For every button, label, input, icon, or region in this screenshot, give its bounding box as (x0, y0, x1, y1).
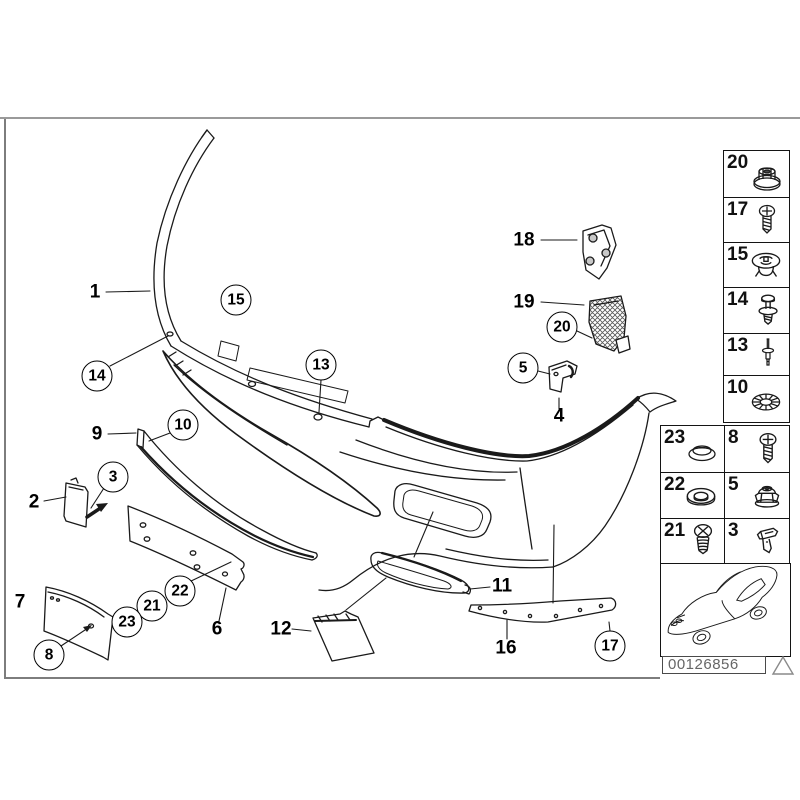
cover-cap-icon (688, 445, 716, 462)
cell-23-number: 23 (664, 427, 686, 448)
callout-15[interactable]: 15 (220, 284, 252, 316)
sidebar-cell-8[interactable]: 8 (724, 425, 790, 473)
callout-9[interactable]: 9 (91, 423, 103, 445)
small-bracket-drawing (548, 360, 578, 393)
callout-5-label: 5 (518, 359, 528, 377)
bottom-frame-line (4, 677, 660, 679)
mesh-bracket-drawing (588, 295, 631, 354)
sidebar-cell-21[interactable]: 21 (660, 518, 725, 564)
sidebar-cell-5[interactable]: 5 (724, 472, 790, 519)
cell-8-number: 8 (728, 427, 739, 448)
blind-rivet-icon (761, 338, 775, 366)
callout-13[interactable]: 13 (305, 349, 337, 381)
callout-13-label: 13 (312, 356, 330, 374)
vehicle-thumbnail-box (660, 563, 791, 657)
left-frame-line (4, 119, 6, 678)
sidebar-cell-20[interactable]: 20 (723, 150, 790, 198)
sidebar-cell-14[interactable]: 14 (723, 287, 790, 334)
callout-19[interactable]: 19 (513, 291, 535, 313)
cell-3-number: 3 (728, 520, 739, 541)
callout-18[interactable]: 18 (513, 229, 535, 251)
callout-14[interactable]: 14 (81, 360, 113, 392)
callout-23[interactable]: 23 (111, 606, 143, 638)
support-bracket-drawing (468, 597, 617, 623)
warning-triangle-icon (771, 655, 795, 675)
callout-4[interactable]: 4 (553, 405, 565, 427)
plate-bracket-drawing (43, 586, 114, 661)
callout-17[interactable]: 17 (594, 630, 626, 662)
trim-strip-drawing (136, 428, 318, 561)
serrated-washer-icon (751, 393, 781, 411)
cell-5-number: 5 (728, 474, 739, 495)
sidebar-cell-15[interactable]: 15 (723, 242, 790, 288)
cover-plate-drawing (312, 610, 375, 662)
cell-22-number: 22 (664, 474, 686, 495)
cell-21-number: 21 (664, 520, 686, 541)
cell-17-number: 17 (727, 199, 749, 220)
corner-bracket-drawing (582, 224, 617, 280)
callout-20[interactable]: 20 (546, 311, 578, 343)
part-number-text: 00126856 (668, 656, 739, 673)
fog-trim-drawing (370, 551, 472, 595)
pan-head-screw-icon (759, 432, 777, 464)
callout-20-label: 20 (553, 318, 571, 336)
sidebar-cell-10[interactable]: 10 (723, 375, 790, 423)
cell-20-number: 20 (727, 152, 749, 173)
cap-nut-icon (754, 485, 780, 508)
pan-head-screw-icon (758, 204, 776, 234)
sidebar-cell-17[interactable]: 17 (723, 197, 790, 243)
callout-21[interactable]: 21 (136, 590, 168, 622)
leader-lines (43, 239, 611, 647)
callout-23-label: 23 (118, 613, 136, 631)
callout-10[interactable]: 10 (167, 409, 199, 441)
callout-14-label: 14 (88, 367, 106, 385)
sidebar-cell-3[interactable]: 3 (724, 518, 790, 564)
callout-22-label: 22 (171, 582, 189, 600)
grommet-nut-icon (753, 167, 781, 191)
retaining-clip-icon (756, 527, 779, 554)
callout-21-label: 21 (143, 597, 161, 615)
expanding-clip-icon (751, 252, 781, 277)
callout-15-label: 15 (227, 291, 245, 309)
sidebar-cell-13[interactable]: 13 (723, 333, 790, 376)
bumper-cover-drawing (153, 129, 677, 592)
top-rule (0, 117, 800, 119)
callout-2[interactable]: 2 (28, 491, 40, 513)
callout-10-label: 10 (174, 416, 192, 434)
cell-15-number: 15 (727, 244, 749, 265)
callout-17-label: 17 (601, 637, 619, 655)
callout-11[interactable]: 11 (491, 575, 513, 597)
part-number-box: 00126856 (662, 656, 766, 674)
cell-10-number: 10 (727, 377, 749, 398)
plate-filler-panel-drawing (127, 505, 245, 591)
callout-12[interactable]: 12 (270, 618, 292, 640)
callout-16[interactable]: 16 (495, 637, 517, 659)
cell-13-number: 13 (727, 335, 749, 356)
callout-22[interactable]: 22 (164, 575, 196, 607)
car-icon (667, 565, 778, 645)
expanding-rivet-icon (758, 294, 778, 325)
callout-6[interactable]: 6 (211, 618, 223, 640)
callout-1[interactable]: 1 (89, 281, 101, 303)
callout-8-label: 8 (44, 646, 54, 664)
washer-icon (686, 487, 716, 506)
sidebar-cell-23[interactable]: 23 (660, 425, 725, 473)
sidebar-cell-22[interactable]: 22 (660, 472, 725, 519)
tow-hook-cover-drawing (63, 477, 89, 528)
callout-8[interactable]: 8 (33, 639, 65, 671)
callout-3-label: 3 (108, 468, 118, 486)
cell-14-number: 14 (727, 289, 749, 310)
phillips-screw-icon (693, 523, 713, 555)
callout-5[interactable]: 5 (507, 352, 539, 384)
callout-3[interactable]: 3 (97, 461, 129, 493)
callout-7[interactable]: 7 (14, 591, 26, 613)
